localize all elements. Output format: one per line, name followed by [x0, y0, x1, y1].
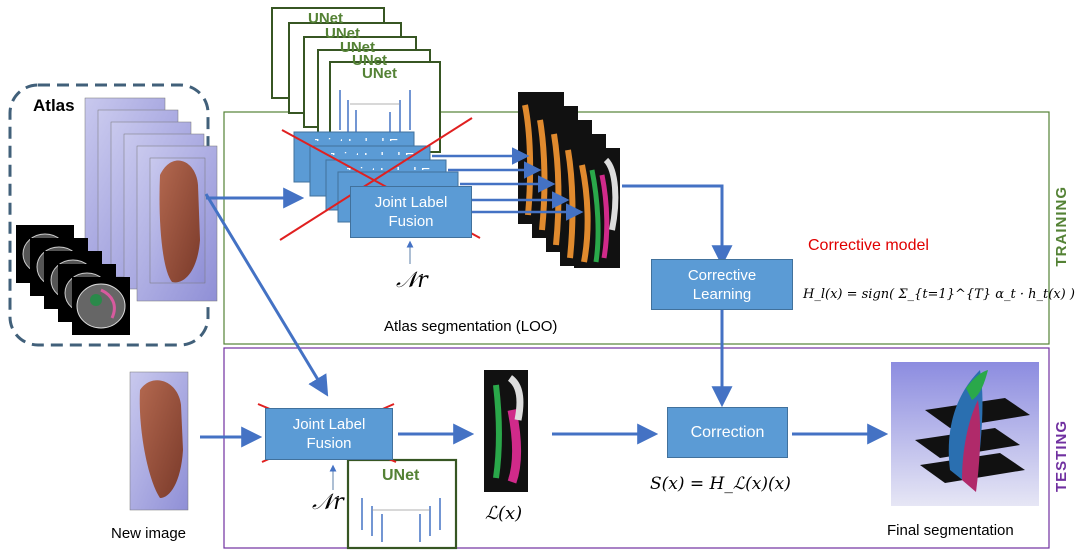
hl-formula: H_l(x) = sign( Σ_{t=1}^{T} α_t · h_t(x) … [803, 287, 1075, 302]
training-frame [223, 111, 1050, 345]
unet-stack-label-1: UNet [308, 10, 344, 27]
atlas-segmentation-label: Atlas segmentation (LOO) [384, 318, 558, 335]
new-image-label: New image [111, 525, 187, 542]
unet-stack-label-2: UNet [325, 25, 361, 42]
unet-test-label: UNet [382, 467, 420, 484]
atlas-slice-stack [16, 225, 130, 335]
corrective-line1: Corrective [687, 266, 757, 284]
corrective-learning-box: Corrective Learning [651, 259, 793, 310]
jlf-test-line1: Joint Label [292, 416, 366, 433]
jlf-train-box: Joint Label Fusion [350, 186, 472, 238]
lx-label: ℒ(x) [485, 503, 523, 524]
nr-train-label: 𝒩r [396, 268, 428, 293]
atlas-volume-stack [84, 97, 218, 302]
jlf-output-arrows [432, 147, 584, 221]
jlf-train-line2: Fusion [388, 213, 434, 230]
nr-arrows [329, 240, 414, 490]
nr-test-label: 𝒩r [312, 490, 344, 515]
final-segmentation-image [891, 362, 1039, 506]
arrows [200, 184, 889, 448]
jlf-stack-label-1: Joint Label Fusion [312, 136, 404, 141]
jlf-stack-label-2: Joint Label Fusion [328, 150, 420, 155]
sx-formula: S(x) = H_ℒ(x)(x) [650, 474, 791, 494]
unet-stack-label-5: UNet [362, 65, 398, 82]
testing-label: TESTING [1053, 420, 1070, 493]
correction-box: Correction [667, 407, 788, 458]
jlf-train-line1: Joint Label [374, 194, 448, 211]
new-image-volume [129, 371, 189, 511]
jlf-stack-label-3: Joint Label Fusion [344, 165, 436, 170]
atlas-title: Atlas [33, 96, 75, 115]
jlf-test-box: Joint Label Fusion [265, 408, 393, 460]
unet-test-diagram [346, 458, 458, 550]
testing-frame [223, 347, 1050, 549]
unet-stack-label-4: UNet [352, 52, 388, 69]
unet-stack-label-3: UNet [340, 39, 376, 56]
segmentation-output-stack [518, 92, 620, 268]
lx-segmentation-image [484, 370, 528, 492]
jlf-test-line2: Fusion [306, 435, 352, 452]
final-segmentation-label: Final segmentation [887, 522, 1014, 539]
corrective-model-label: Corrective model [808, 237, 929, 254]
corrective-line2: Learning [692, 285, 752, 303]
training-label: TRAINING [1053, 186, 1070, 267]
